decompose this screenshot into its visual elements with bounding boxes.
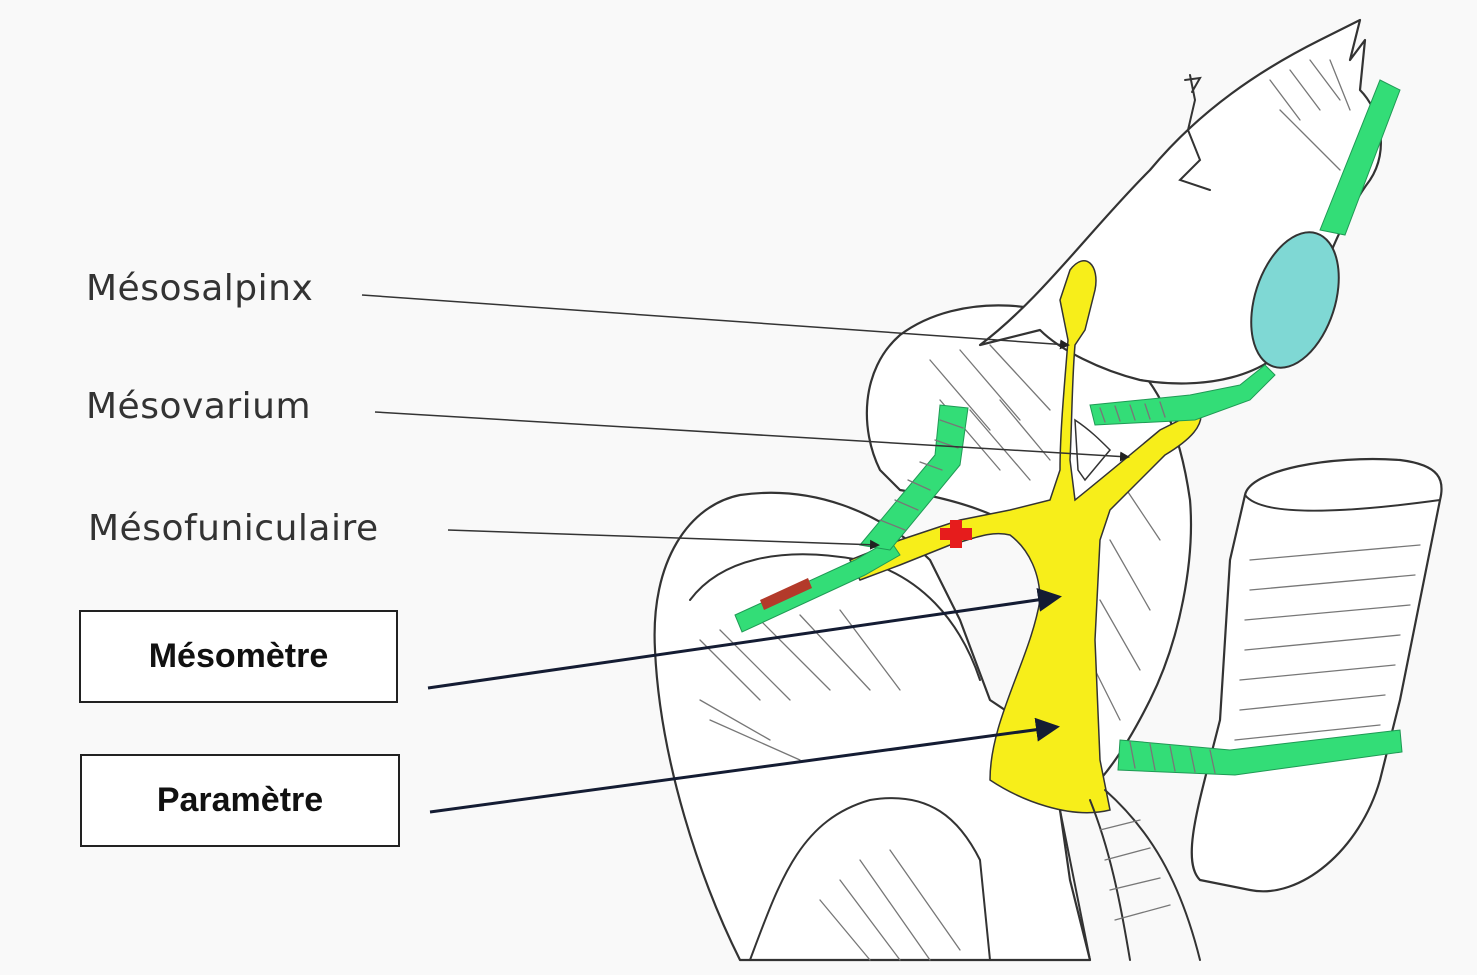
label-mesovarium: Mésovarium xyxy=(86,386,312,427)
utero-ovarian-ligament-green xyxy=(1089,364,1276,426)
box-mesometre: Mésomètre xyxy=(79,610,398,703)
label-parametre: Paramètre xyxy=(156,781,324,819)
ovary-teal xyxy=(1250,231,1340,369)
round-ligament-left xyxy=(734,539,901,633)
label-mesometre: Mésomètre xyxy=(148,637,329,675)
broad-ligament-yellow xyxy=(848,260,1202,814)
label-mesosalpinx: Mésosalpinx xyxy=(86,268,314,309)
cut-tube-right xyxy=(1190,457,1443,893)
round-ligament-red-segment xyxy=(760,578,812,610)
infundibulo-pelvic-ligament-green xyxy=(1319,79,1401,236)
leader-mesometre xyxy=(427,587,1062,690)
red-cross-marker xyxy=(940,520,972,548)
label-mesofuniculaire: Mésofuniculaire xyxy=(88,508,379,549)
leader-mesosalpinx xyxy=(361,294,1070,350)
round-ligament-right xyxy=(1117,729,1403,776)
leader-mesofuniculaire xyxy=(447,529,880,550)
leader-mesovarium xyxy=(374,411,1130,462)
box-parametre: Paramètre xyxy=(80,754,400,847)
round-ligament-diag xyxy=(859,404,969,551)
leader-parametre xyxy=(429,717,1060,814)
